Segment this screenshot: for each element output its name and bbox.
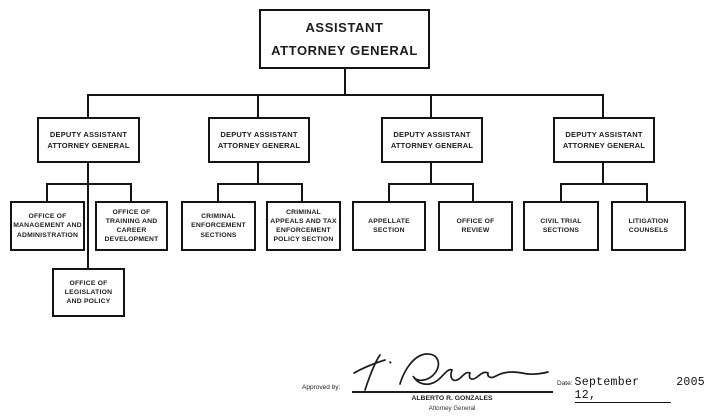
signatory-name: ALBERTO R. GONZALES xyxy=(411,395,493,402)
org-box-deputy-3: DEPUTY ASSISTANT ATTORNEY GENERAL xyxy=(381,117,483,163)
connector-drop-litigation xyxy=(646,185,648,201)
connector-drop-deputy-4 xyxy=(602,95,604,118)
connector-branch-3-spine xyxy=(430,163,432,183)
connector-branch-1-spine xyxy=(87,163,89,268)
connector-drop-deputy-1 xyxy=(87,95,89,118)
date-value-year: 2005 xyxy=(676,376,705,389)
org-box-office-training-career-development: OFFICE OF TRAINING AND CAREER DEVELOPMEN… xyxy=(95,201,168,251)
connector-branch-3-rail xyxy=(388,183,474,185)
org-box-deputy-4: DEPUTY ASSISTANT ATTORNEY GENERAL xyxy=(553,117,655,163)
org-box-criminal-appeals-tax-policy: CRIMINAL APPEALS AND TAX ENFORCEMENT POL… xyxy=(266,201,341,251)
connector-branch-4-spine xyxy=(602,163,604,183)
connector-drop-appellate xyxy=(388,185,390,201)
connector-drop-deputy-3 xyxy=(430,95,432,118)
connector-branch-2-rail xyxy=(217,183,303,185)
signature-line xyxy=(352,391,553,393)
connector-drop-criminal-enforcement xyxy=(217,185,219,201)
date-label: Date: xyxy=(557,380,573,387)
signature-scrawl xyxy=(353,353,549,391)
connector-drop-review xyxy=(472,185,474,201)
date-value-underlined: September 12, xyxy=(574,376,672,403)
connector-main-rail xyxy=(87,94,604,96)
org-box-office-management-administration: OFFICE OF MANAGEMENT AND ADMINISTRATION xyxy=(10,201,85,251)
connector-branch-2-spine xyxy=(257,163,259,183)
org-box-deputy-1: DEPUTY ASSISTANT ATTORNEY GENERAL xyxy=(37,117,140,163)
approved-by-label: Approved by: xyxy=(302,384,341,391)
connector-drop-criminal-appeals xyxy=(301,185,303,201)
connector-drop-civil-trial xyxy=(560,185,562,201)
org-box-assistant-attorney-general: ASSISTANT ATTORNEY GENERAL xyxy=(259,9,430,69)
signatory-title: Attorney General xyxy=(428,405,476,412)
connector-drop-deputy-2 xyxy=(257,95,259,118)
org-box-appellate-section: APPELLATE SECTION xyxy=(352,201,426,251)
org-box-office-legislation-policy: OFFICE OF LEGISLATION AND POLICY xyxy=(52,268,125,317)
org-box-criminal-enforcement-sections: CRIMINAL ENFORCEMENT SECTIONS xyxy=(181,201,256,251)
org-box-civil-trial-sections: CIVIL TRIAL SECTIONS xyxy=(523,201,599,251)
connector-branch-4-rail xyxy=(560,183,648,185)
org-box-office-of-review: OFFICE OF REVIEW xyxy=(438,201,513,251)
connector-root-drop xyxy=(344,69,346,95)
connector-drop-management xyxy=(46,185,48,201)
connector-branch-1-rail xyxy=(46,183,132,185)
org-box-deputy-2: DEPUTY ASSISTANT ATTORNEY GENERAL xyxy=(208,117,310,163)
date-block: Date: September 12, 2005 xyxy=(557,376,705,403)
org-box-litigation-counsels: LITIGATION COUNSELS xyxy=(611,201,686,251)
connector-drop-training xyxy=(130,185,132,201)
